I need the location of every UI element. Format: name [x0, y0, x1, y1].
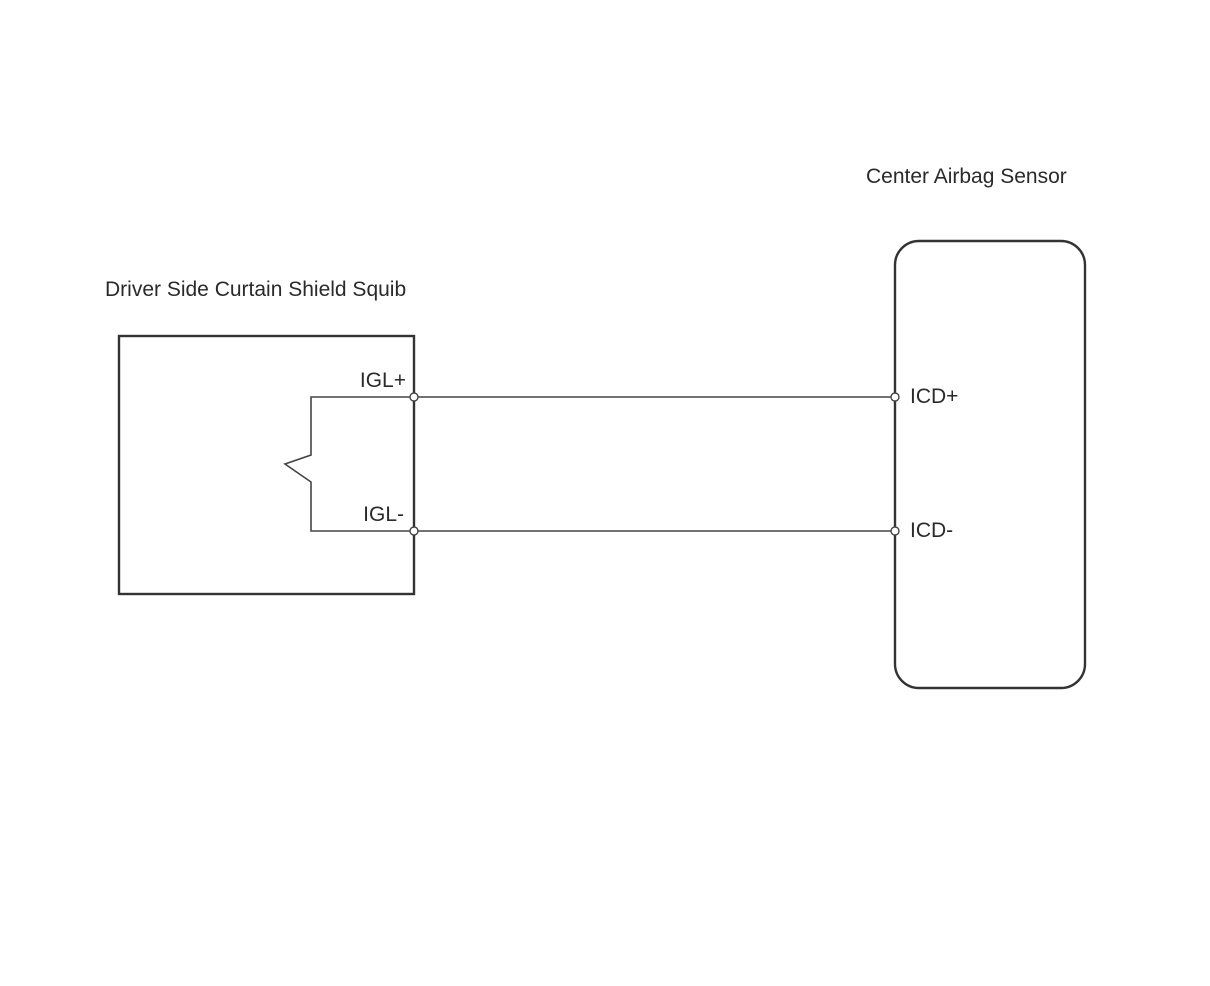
- sensor-box: [893, 239, 1087, 690]
- label-icd-plus: ICD+: [910, 385, 958, 408]
- terminal-icd-minus: [890, 526, 900, 536]
- terminal-igl-minus: [409, 526, 419, 536]
- terminal-igl-plus: [409, 392, 419, 402]
- squib-box: [117, 334, 416, 596]
- terminal-icd-plus: [890, 392, 900, 402]
- label-igl-plus: IGL+: [360, 369, 406, 392]
- label-igl-minus: IGL-: [363, 503, 404, 526]
- label-icd-minus: ICD-: [910, 519, 953, 542]
- sensor-title: Center Airbag Sensor: [866, 165, 1067, 188]
- squib-title: Driver Side Curtain Shield Squib: [105, 278, 406, 301]
- squib-element: [283, 396, 414, 532]
